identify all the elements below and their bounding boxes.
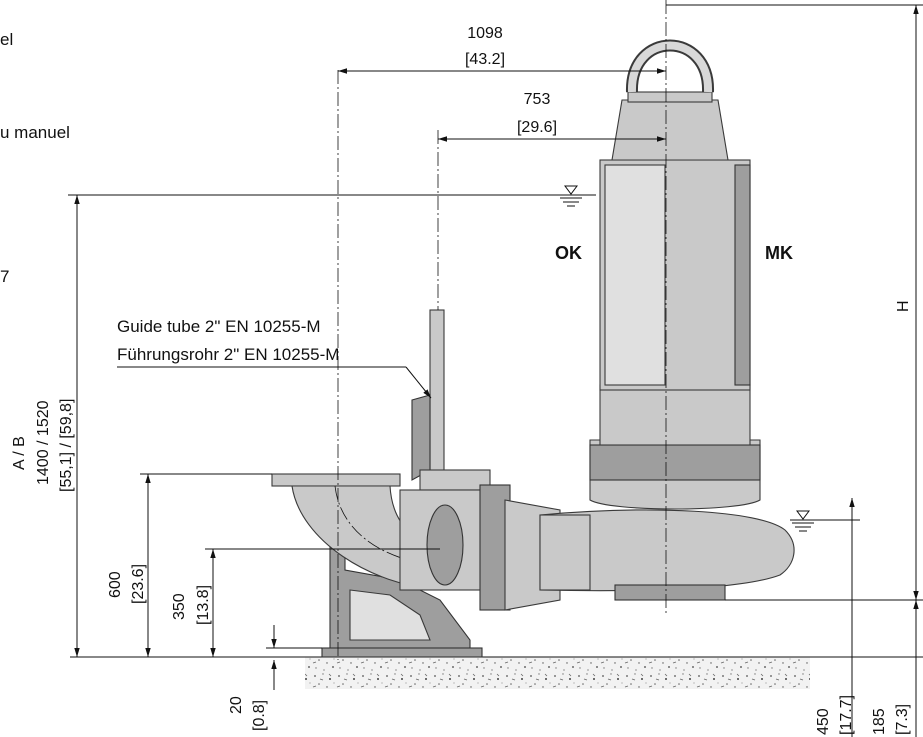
side-text-1: el: [0, 30, 13, 49]
dim-height-ab: A / B 1400 / 1520 [55,1] / [59,8]: [11, 195, 80, 657]
dim-width-guide-inch: [29.6]: [517, 119, 557, 136]
dim-height-ab-mm: 1400 / 1520: [35, 400, 52, 485]
dim-total-height-label: H: [895, 300, 912, 312]
dim-foot-inch: [0.8]: [251, 700, 268, 731]
dim-width-total: 1098 [43.2]: [338, 25, 666, 74]
water-level-bottom-icon: [790, 510, 860, 532]
dim-foot-mm: 20: [228, 696, 245, 714]
dim-bottom-clearance-inch: [7.3]: [894, 704, 911, 735]
dim-height-flange-inch: [23.6]: [130, 564, 147, 604]
dim-width-guide-mm: 753: [524, 91, 551, 108]
dim-level-min-mm: 450: [815, 708, 832, 735]
dim-foot: 20 [0.8]: [228, 625, 322, 731]
dim-total-height: H: [666, 4, 923, 600]
dim-bottom-clearance-mm: 185: [871, 708, 888, 735]
label-ok: OK: [555, 243, 582, 263]
dim-height-flange-mm: 600: [107, 571, 124, 598]
dim-height-ab-inch: [55,1] / [59,8]: [58, 399, 75, 492]
side-text-2: u manuel: [0, 123, 70, 142]
guide-tube-label-en: Guide tube 2" EN 10255-M: [117, 317, 321, 336]
dim-width-total-inch: [43.2]: [465, 51, 505, 68]
dim-width-guide: 753 [29.6]: [438, 91, 666, 142]
dim-bottom-clearance: 185 [7.3]: [725, 599, 923, 737]
ground-gravel: [305, 657, 810, 689]
dim-height-axis: 350 [13.8]: [171, 548, 440, 657]
dim-height-axis-mm: 350: [171, 593, 188, 620]
side-text-3: 7: [0, 267, 9, 286]
water-level-top-icon: [68, 185, 596, 207]
label-mk: MK: [765, 243, 793, 263]
dim-height-flange: 600 [23.6]: [107, 473, 272, 657]
guide-tube-label-de: Führungsrohr 2" EN 10255-M: [117, 345, 339, 364]
dim-level-min: 450 [17.7]: [815, 498, 855, 737]
guide-tube-callout: Guide tube 2" EN 10255-M Führungsrohr 2"…: [117, 317, 432, 399]
dim-height-axis-inch: [13.8]: [195, 585, 212, 625]
dim-level-min-inch: [17.7]: [838, 695, 855, 735]
pump-assembly: [271, 39, 795, 658]
dim-width-total-mm: 1098: [467, 25, 503, 42]
dim-height-ab-label: A / B: [11, 436, 28, 470]
